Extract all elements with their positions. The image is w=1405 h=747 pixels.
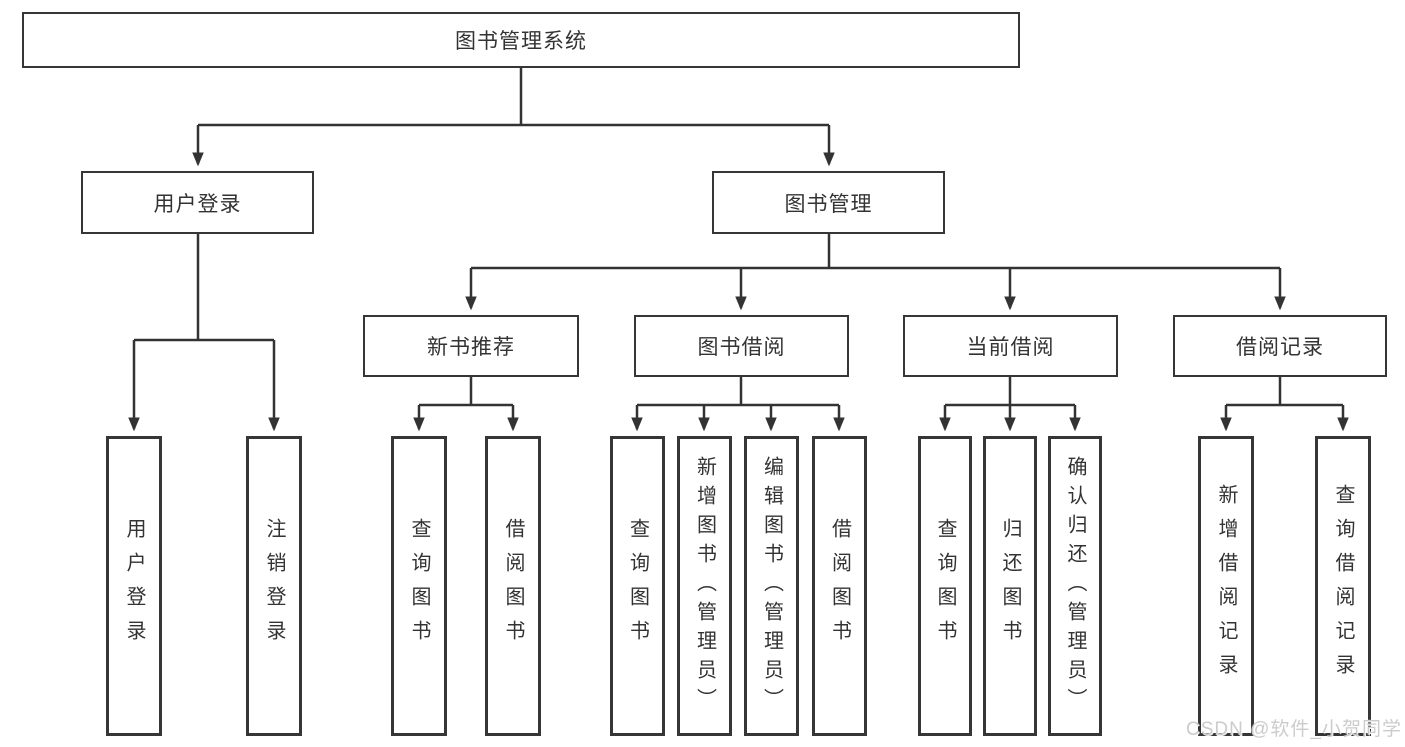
leaf-recommend-borrow-books-label: 借阅图书 [502, 518, 524, 654]
node-borrowing-records-label: 借阅记录 [1236, 336, 1324, 359]
node-borrowing-records: 借阅记录 [1173, 315, 1387, 377]
leaf-logout-label: 注销登录 [263, 518, 285, 654]
leaf-query-borrow-record: 查询借阅记录 [1315, 436, 1371, 736]
leaf-add-borrow-record: 新增借阅记录 [1198, 436, 1254, 736]
node-current-borrowing: 当前借阅 [903, 315, 1118, 377]
leaf-current-query-books-label: 查询图书 [934, 518, 956, 654]
node-book-management: 图书管理 [712, 171, 945, 234]
leaf-borrow-query-books-label: 查询图书 [626, 518, 649, 654]
leaf-recommend-query-books: 查询图书 [391, 436, 447, 736]
node-library-system-label: 图书管理系统 [455, 30, 587, 53]
leaf-add-borrow-record-label: 新增借阅记录 [1215, 484, 1237, 688]
node-book-management-label: 图书管理 [784, 192, 873, 216]
leaf-edit-books-admin: 编辑图书（管理员） [744, 436, 799, 736]
leaf-logout: 注销登录 [246, 436, 302, 736]
leaf-query-borrow-record-label: 查询借阅记录 [1332, 484, 1354, 688]
leaf-return-books-label: 归还图书 [999, 518, 1021, 654]
leaf-user-login-label: 用户登录 [123, 518, 145, 654]
node-user-login: 用户登录 [81, 171, 314, 234]
leaf-edit-books-admin-label: 编辑图书（管理员） [760, 455, 783, 717]
leaf-borrow-query-books: 查询图书 [610, 436, 665, 736]
node-book-borrowing-label: 图书借阅 [697, 336, 786, 359]
leaf-return-books: 归还图书 [983, 436, 1037, 736]
leaf-confirm-return-admin-label: 确认归还（管理员） [1064, 455, 1086, 717]
leaf-recommend-query-books-label: 查询图书 [408, 518, 430, 654]
leaf-add-books-admin: 新增图书（管理员） [677, 436, 732, 736]
leaf-confirm-return-admin: 确认归还（管理员） [1048, 436, 1102, 736]
leaf-recommend-borrow-books: 借阅图书 [485, 436, 541, 736]
node-new-book-recommend-label: 新书推荐 [427, 336, 515, 359]
leaf-current-query-books: 查询图书 [918, 436, 972, 736]
node-current-borrowing-label: 当前借阅 [966, 336, 1055, 359]
leaf-add-books-admin-label: 新增图书（管理员） [693, 455, 716, 717]
leaf-borrow-books: 借阅图书 [812, 436, 867, 736]
node-user-login-label: 用户登录 [153, 192, 242, 216]
leaf-borrow-books-label: 借阅图书 [828, 518, 851, 654]
node-new-book-recommend: 新书推荐 [363, 315, 579, 377]
csdn-watermark: CSDN @软件_小贺同学 [1186, 719, 1402, 740]
node-book-borrowing: 图书借阅 [634, 315, 849, 377]
leaf-user-login: 用户登录 [106, 436, 162, 736]
node-library-system: 图书管理系统 [22, 12, 1020, 68]
